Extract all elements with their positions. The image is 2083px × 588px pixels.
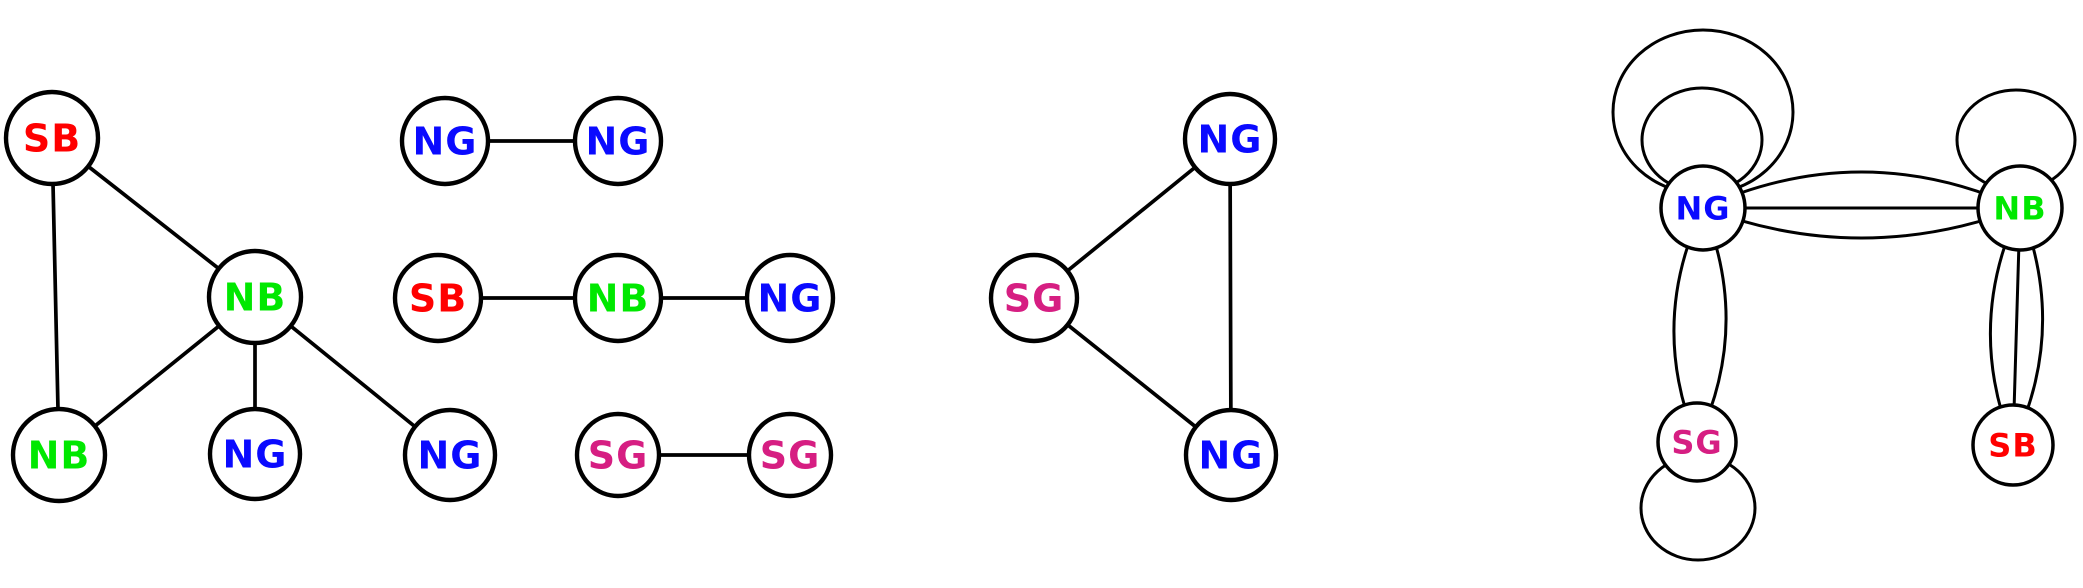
node-sg [574,411,662,499]
node-label-sg: SG [760,434,821,478]
node-label-sg: SG [1671,424,1722,462]
node-sg [1656,401,1738,483]
node-sg [988,252,1080,344]
node-nb [1976,164,2064,252]
node-label-nb: NB [224,276,287,320]
edge [50,136,61,457]
graph-pair-sg-sg: SG SG [574,411,834,499]
node-sb [392,252,484,344]
node-ng [207,406,303,502]
node-label-ng: NG [758,277,823,321]
edge-curved [1701,206,2022,240]
node-nb [10,406,108,504]
node-label-ng: NG [586,120,651,164]
graph-pair-ng-ng: NG NG [399,95,664,187]
node-label-nb: NB [28,434,91,478]
node-sb [3,89,101,187]
graph-tree: SB NB NB NG NG [3,89,498,504]
node-ng [572,95,664,187]
graph-multigraph: NG NB SG SB [1611,28,2077,562]
node-sb [1971,403,2055,487]
node-ng [1182,91,1278,187]
node-nb [572,252,664,344]
node-label-sb: SB [409,277,467,321]
node-ng [402,407,498,503]
node-ng [399,95,491,187]
node-label-ng: NG [1675,190,1730,228]
node-label-sb: SB [1988,427,2037,465]
node-label-sb: SB [23,117,81,161]
node-label-sg: SG [1004,277,1065,321]
node-ng [1183,407,1279,503]
edge [1228,137,1233,457]
node-label-nb: NB [1993,190,2046,228]
graph-triangle: NG SG NG [988,91,1279,503]
node-sg [746,411,834,499]
node-label-ng: NG [418,434,483,478]
node-label-ng: NG [413,120,478,164]
node-ng [1659,164,1747,252]
node-label-ng: NG [1199,434,1264,478]
graph-path-sb-nb-ng: SB NB NG [392,252,836,344]
node-ng [744,252,836,344]
node-label-ng: NG [1198,118,1263,162]
node-label-ng: NG [223,433,288,477]
edge-curved [1701,170,2022,210]
node-label-nb: NB [587,277,650,321]
node-nb [206,248,304,346]
node-label-sg: SG [588,434,649,478]
